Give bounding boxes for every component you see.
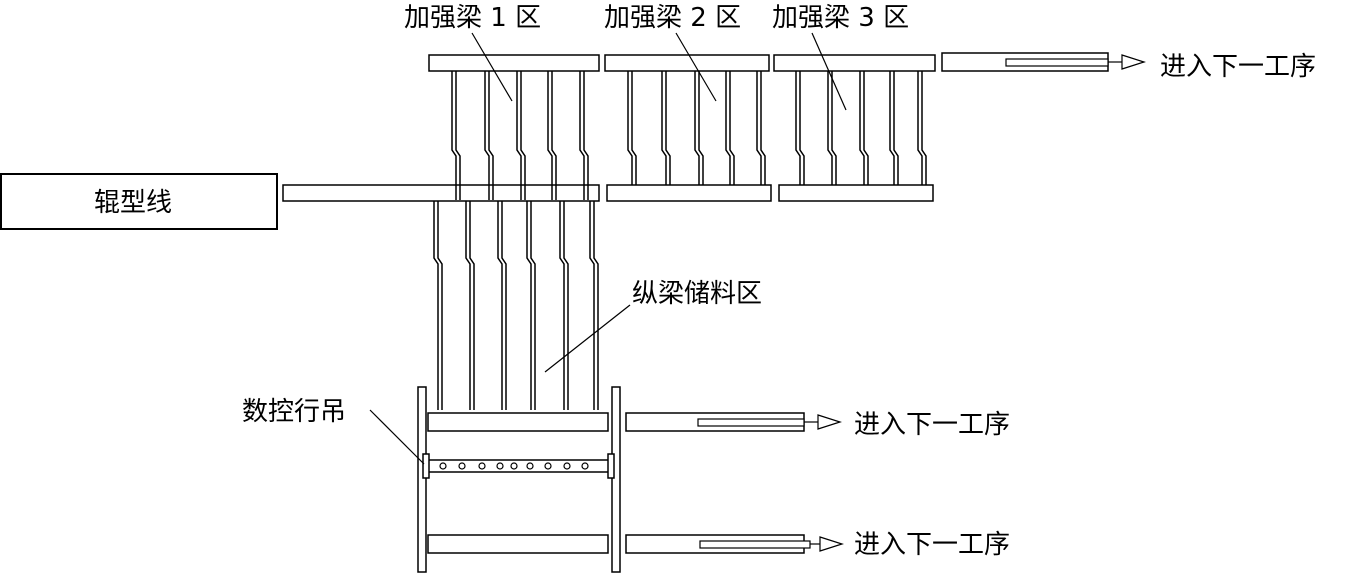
lower-table	[427, 534, 609, 554]
reinforce-zone-2-label: 加强梁 2 区	[604, 3, 741, 33]
zone-3-leader-line	[811, 32, 847, 111]
zone-2-bottom-rail	[606, 184, 772, 202]
next-process-label-bottom: 进入下一工序	[854, 530, 1010, 560]
top-exit-conveyor-inner	[1005, 58, 1109, 67]
crane-leader-line	[369, 409, 425, 465]
crane-beam-left-end	[422, 453, 430, 479]
crane-right-column	[611, 386, 621, 573]
bottom-exit-conveyor-inner	[699, 540, 811, 549]
roll-line-box	[0, 173, 278, 230]
zone-1-top-rail	[428, 54, 600, 72]
zone-3-bottom-rail	[778, 184, 934, 202]
roll-line-label: 辊型线	[94, 188, 172, 218]
storage-leader-line	[544, 304, 631, 373]
longitudinal-storage-label: 纵梁储料区	[632, 279, 762, 309]
middle-exit-arrow-icon	[817, 414, 842, 430]
reinforce-zone-3-beams	[795, 71, 927, 185]
zone-3-top-rail	[773, 54, 936, 72]
reinforce-zone-3-label: 加强梁 3 区	[772, 3, 909, 33]
cnc-crane-label: 数控行吊	[242, 397, 346, 427]
roll-line-feed-bar	[282, 184, 600, 202]
zone-2-leader-line	[675, 32, 717, 102]
crane-hooks	[439, 462, 589, 470]
zone-2-top-rail	[604, 54, 770, 72]
reinforce-zone-2-beams	[627, 71, 766, 185]
reinforce-zone-1-label: 加强梁 1 区	[404, 3, 541, 33]
reinforce-zone-1-beams	[451, 71, 589, 200]
upper-table	[427, 412, 609, 432]
middle-exit-conveyor-inner	[697, 418, 805, 427]
longitudinal-storage-beams	[433, 201, 599, 410]
zone-1-leader-line	[471, 32, 513, 102]
crane-left-column	[417, 386, 427, 573]
next-process-label-middle: 进入下一工序	[854, 410, 1010, 440]
top-exit-arrow-icon	[1121, 54, 1146, 70]
crane-beam-right-end	[607, 453, 615, 479]
next-process-label-top: 进入下一工序	[1160, 52, 1316, 82]
bottom-exit-arrow-icon	[819, 536, 844, 552]
